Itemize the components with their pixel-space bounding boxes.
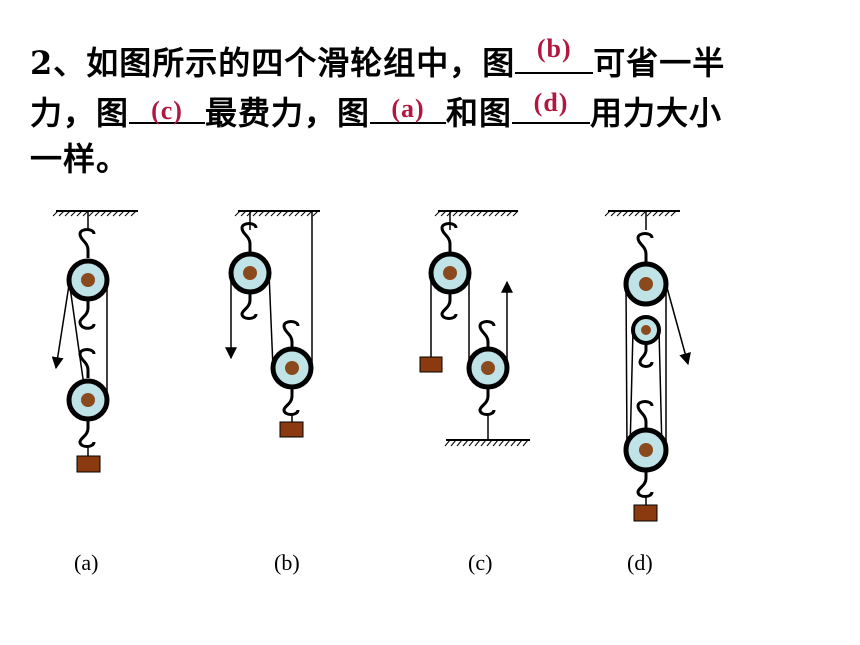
question-line-3: 一样。 (30, 134, 129, 180)
answer-4: (d) (533, 88, 569, 117)
figure-d (604, 210, 691, 522)
weight-block (76, 455, 101, 473)
question-text: 最费力，图 (205, 94, 371, 132)
answer-1: (b) (536, 34, 572, 63)
answer-3: (a) (391, 94, 425, 123)
answer-blank-1: (b) (515, 34, 594, 74)
figure-b-caption: (b) (274, 550, 300, 575)
answer-blank-4: (d) (512, 88, 591, 124)
answer-2: (c) (151, 96, 183, 125)
question-text: 用力大小 (590, 94, 723, 132)
weight-block (419, 356, 443, 373)
question-text: 2、如图所示的四个滑轮组中，图 (30, 44, 516, 82)
figure-a (51, 210, 138, 473)
question-line-1: 2、如图所示的四个滑轮组中，图 (b) 可省一半 (30, 34, 726, 84)
answer-blank-2: (c) (129, 92, 206, 125)
question-text: 可省一半 (593, 44, 726, 82)
question-line-2: 力，图 (c) 最费力，图 (a) 和图 (d) 用力大小 (30, 88, 722, 134)
figure-c-caption: (c) (468, 550, 493, 575)
question-text: 力，图 (30, 94, 130, 132)
figure-c (419, 210, 530, 447)
question-text: 和图 (446, 94, 513, 132)
figure-a-caption: (a) (74, 550, 99, 575)
weight-block (279, 421, 304, 438)
figure-b (225, 210, 320, 438)
question-text: 一样。 (30, 140, 130, 178)
pulley-figures (51, 210, 691, 522)
answer-blank-3: (a) (370, 92, 447, 124)
weight-block (633, 504, 658, 522)
figure-d-caption: (d) (627, 550, 653, 575)
